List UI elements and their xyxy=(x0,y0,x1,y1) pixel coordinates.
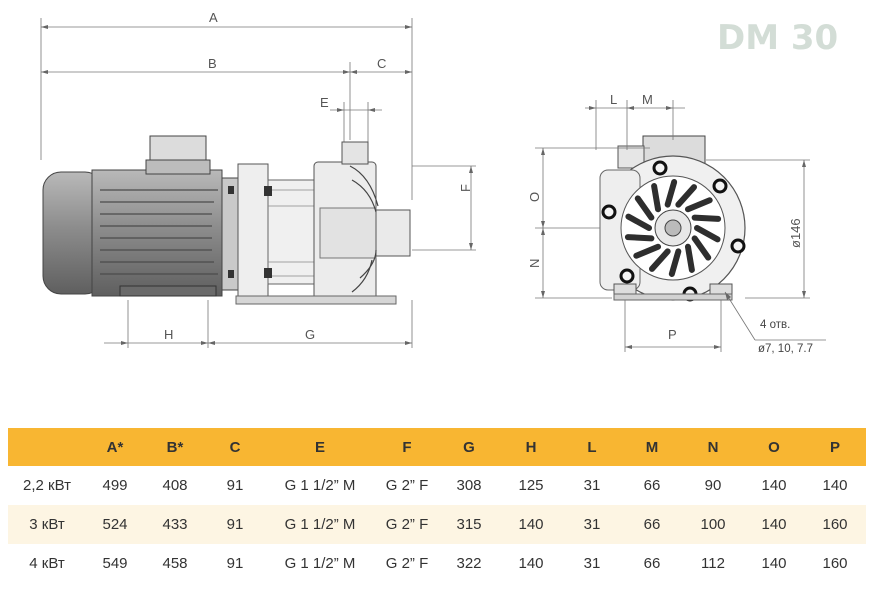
value-cell: 140 xyxy=(500,505,562,544)
dim-label-f: F xyxy=(458,184,473,192)
value-cell: G 1 1/2” M xyxy=(264,505,376,544)
header-cell: E xyxy=(264,428,376,466)
dim-label-p: P xyxy=(668,327,677,342)
value-cell: 66 xyxy=(643,477,661,494)
value-cell: 408 xyxy=(162,477,188,494)
value-cell: G 1 1/2” M xyxy=(284,555,356,572)
dimension-arrows xyxy=(41,25,473,345)
pump-front-view xyxy=(599,135,746,302)
impeller-rib xyxy=(633,243,662,259)
value-cell: 91 xyxy=(226,477,244,494)
header-cell: F xyxy=(376,428,438,466)
value-cell: 160 xyxy=(822,555,848,572)
value-cell: 140 xyxy=(744,505,804,544)
value-cell: 91 xyxy=(206,505,264,544)
value-cell: 315 xyxy=(438,505,500,544)
dim-label-n: N xyxy=(527,259,542,268)
value-cell: G 2” F xyxy=(376,505,438,544)
holes-note-count: 4 отв. xyxy=(760,319,790,331)
holes-note-sizes: ø7, 10, 7.7 xyxy=(758,343,813,355)
value-cell: 90 xyxy=(704,477,722,494)
impeller-rib xyxy=(624,234,655,242)
header-cell: C xyxy=(206,428,264,466)
header-cell: O xyxy=(744,428,804,466)
dim-label-a: A xyxy=(209,10,218,25)
technical-drawing: DM 30 A B C E F H G xyxy=(40,10,838,355)
header-cell: L xyxy=(562,428,622,466)
header-cell xyxy=(8,428,86,466)
impeller-rib xyxy=(668,248,682,277)
header-cell: G xyxy=(438,428,500,466)
header-cell: H xyxy=(500,428,562,466)
impeller-rib xyxy=(625,213,652,231)
impeller-rib xyxy=(648,248,671,272)
dim-label-b: B xyxy=(208,56,217,71)
impeller-rib xyxy=(651,183,662,213)
value-cell: 66 xyxy=(622,505,682,544)
model-title: DM 30 xyxy=(717,18,838,58)
value-cell: G 2” F xyxy=(385,555,429,572)
value-cell: 549 xyxy=(102,555,128,572)
value-cell: 31 xyxy=(583,555,601,572)
impeller-rib xyxy=(694,225,721,243)
header-cell: M xyxy=(622,428,682,466)
value-cell: 66 xyxy=(643,555,661,572)
dimension-lines xyxy=(40,18,476,348)
dim-label-e: E xyxy=(320,95,329,110)
impeller-rib xyxy=(691,214,722,222)
value-cell: 91 xyxy=(226,555,244,572)
value-cell: 140 xyxy=(822,477,848,494)
power-cell: 2,2 кВт xyxy=(23,477,71,494)
power-cell: 4 кВт xyxy=(29,555,65,572)
impeller-rib xyxy=(684,197,713,213)
value-cell: 499 xyxy=(102,477,128,494)
dim-label-g: G xyxy=(305,327,315,342)
value-cell: 140 xyxy=(761,477,787,494)
impeller-rib xyxy=(684,243,695,273)
dim-label-diameter: ø146 xyxy=(788,218,803,248)
value-cell: 433 xyxy=(144,505,206,544)
header-cell: B* xyxy=(144,428,206,466)
value-cell: 160 xyxy=(804,505,866,544)
value-cell: 308 xyxy=(456,477,482,494)
impeller-rib xyxy=(634,195,655,221)
table-row: 2,2 кВт 499 408 91 G 1 1/2” M G 2” F 308 125 31 6… xyxy=(8,466,866,505)
pump-side-view xyxy=(42,135,411,305)
dim-label-l: L xyxy=(610,92,617,107)
value-cell: 458 xyxy=(162,555,188,572)
dim-label-m: M xyxy=(642,92,653,107)
impeller-rib xyxy=(691,235,712,261)
value-cell: 112 xyxy=(701,555,725,572)
value-cell: 100 xyxy=(682,505,744,544)
front-dimension-arrows xyxy=(541,106,806,349)
front-dimension-lines xyxy=(535,100,826,352)
dim-label-o: O xyxy=(527,192,542,202)
dim-label-h: H xyxy=(164,327,173,342)
impeller-rib xyxy=(664,179,678,208)
value-cell: 31 xyxy=(562,505,622,544)
value-cell: 125 xyxy=(518,477,544,494)
header-cell: P xyxy=(804,428,866,466)
dim-label-c: C xyxy=(377,56,386,71)
value-cell: 322 xyxy=(456,555,482,572)
value-cell: 524 xyxy=(86,505,144,544)
impeller-rib xyxy=(675,184,698,208)
value-cell: 140 xyxy=(761,555,787,572)
power-cell: 3 кВт xyxy=(8,505,86,544)
header-cell: N xyxy=(682,428,744,466)
value-cell: 140 xyxy=(518,555,544,572)
table-row: 4 кВт 549 458 91 G 1 1/2” M G 2” F 322 140 31 66 1… xyxy=(8,544,866,583)
header-cell: A* xyxy=(86,428,144,466)
value-cell: 31 xyxy=(583,477,601,494)
value-cell: G 1 1/2” M xyxy=(284,477,356,494)
value-cell: G 2” F xyxy=(385,477,429,494)
